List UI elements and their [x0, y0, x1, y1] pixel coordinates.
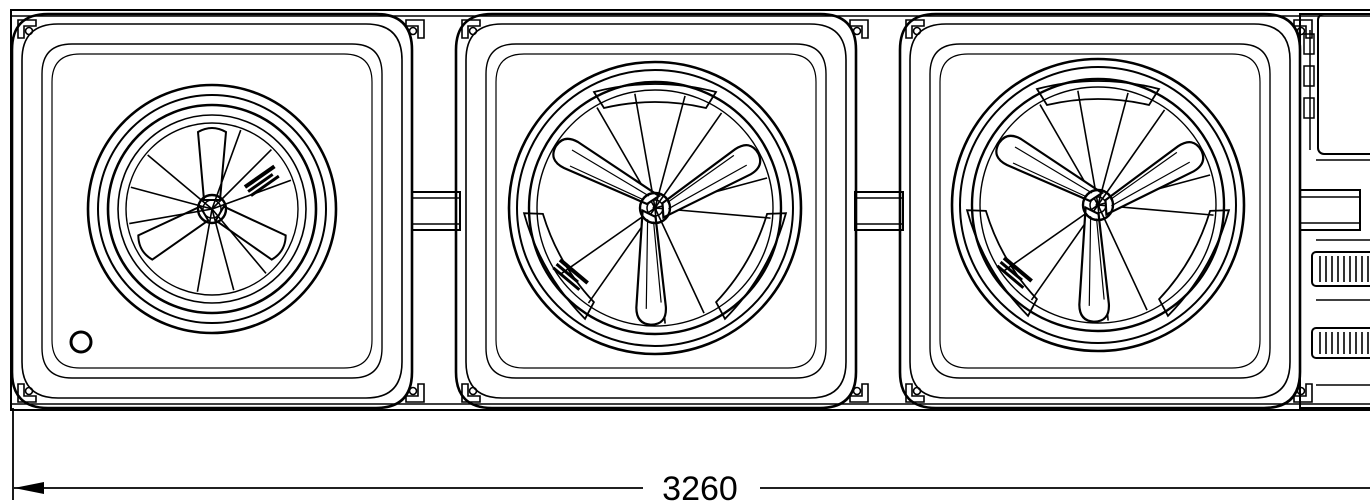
- side-equipment: [1299, 13, 1370, 409]
- wheel-3: [950, 57, 1246, 353]
- indicator-hole: [69, 330, 93, 354]
- dimension-line: 3260: [12, 408, 1370, 503]
- connector-1: [411, 191, 461, 231]
- label-marks-2: [552, 258, 589, 291]
- unit-2: [454, 12, 869, 410]
- unit-1: [10, 12, 425, 410]
- dimension-label: 3260: [662, 470, 738, 503]
- wheel-2: [507, 60, 803, 356]
- arrow-left-icon: [14, 482, 44, 494]
- label-marks-3: [996, 256, 1033, 289]
- connector-2: [854, 191, 904, 231]
- label-marks-1: [243, 164, 280, 197]
- wheel-1: [86, 83, 338, 335]
- unit-3: [898, 12, 1313, 410]
- connector-3: [1299, 189, 1361, 231]
